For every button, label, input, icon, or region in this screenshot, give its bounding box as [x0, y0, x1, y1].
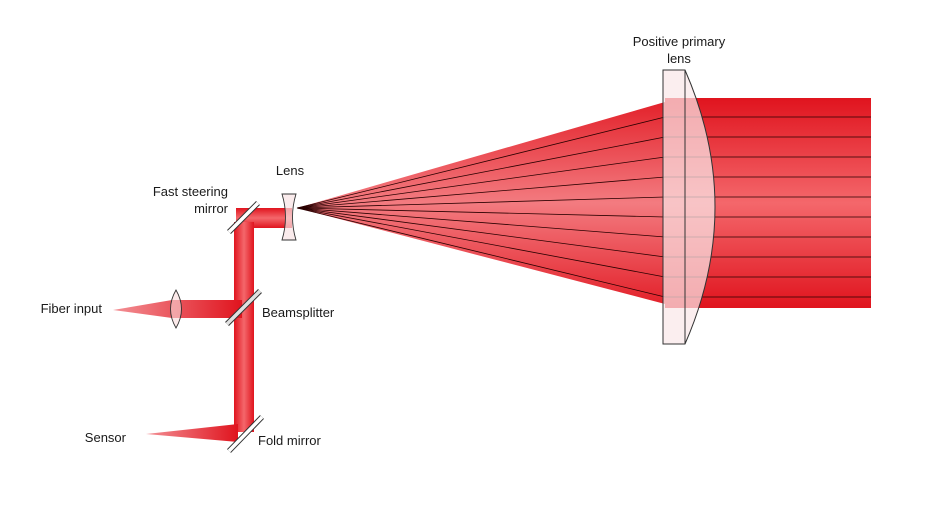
- primary-lens-label-line1: Positive primary: [633, 34, 726, 49]
- cone-rays: [296, 116, 666, 298]
- steering-mirror-label-line1: Fast steering: [153, 184, 228, 199]
- beamsplitter: [225, 289, 262, 326]
- fiber-input-label: Fiber input: [41, 301, 103, 316]
- beamsplitter-label: Beamsplitter: [262, 305, 335, 320]
- negative-lens: [281, 193, 297, 241]
- sensor-beam: [146, 424, 238, 442]
- expanding-beam-cone: [297, 102, 665, 304]
- sensor-label: Sensor: [85, 430, 127, 445]
- vertical-beam: [234, 222, 254, 432]
- fast-steering-mirror: [227, 201, 260, 234]
- positive-primary-lens: [662, 69, 716, 345]
- fold-mirror: [227, 415, 264, 453]
- primary-lens-label-line2: lens: [667, 51, 691, 66]
- fiber-coupling-lens: [170, 289, 182, 329]
- fold-mirror-label: Fold mirror: [258, 433, 322, 448]
- lens-label: Lens: [276, 163, 305, 178]
- steering-mirror-label-line2: mirror: [194, 201, 229, 216]
